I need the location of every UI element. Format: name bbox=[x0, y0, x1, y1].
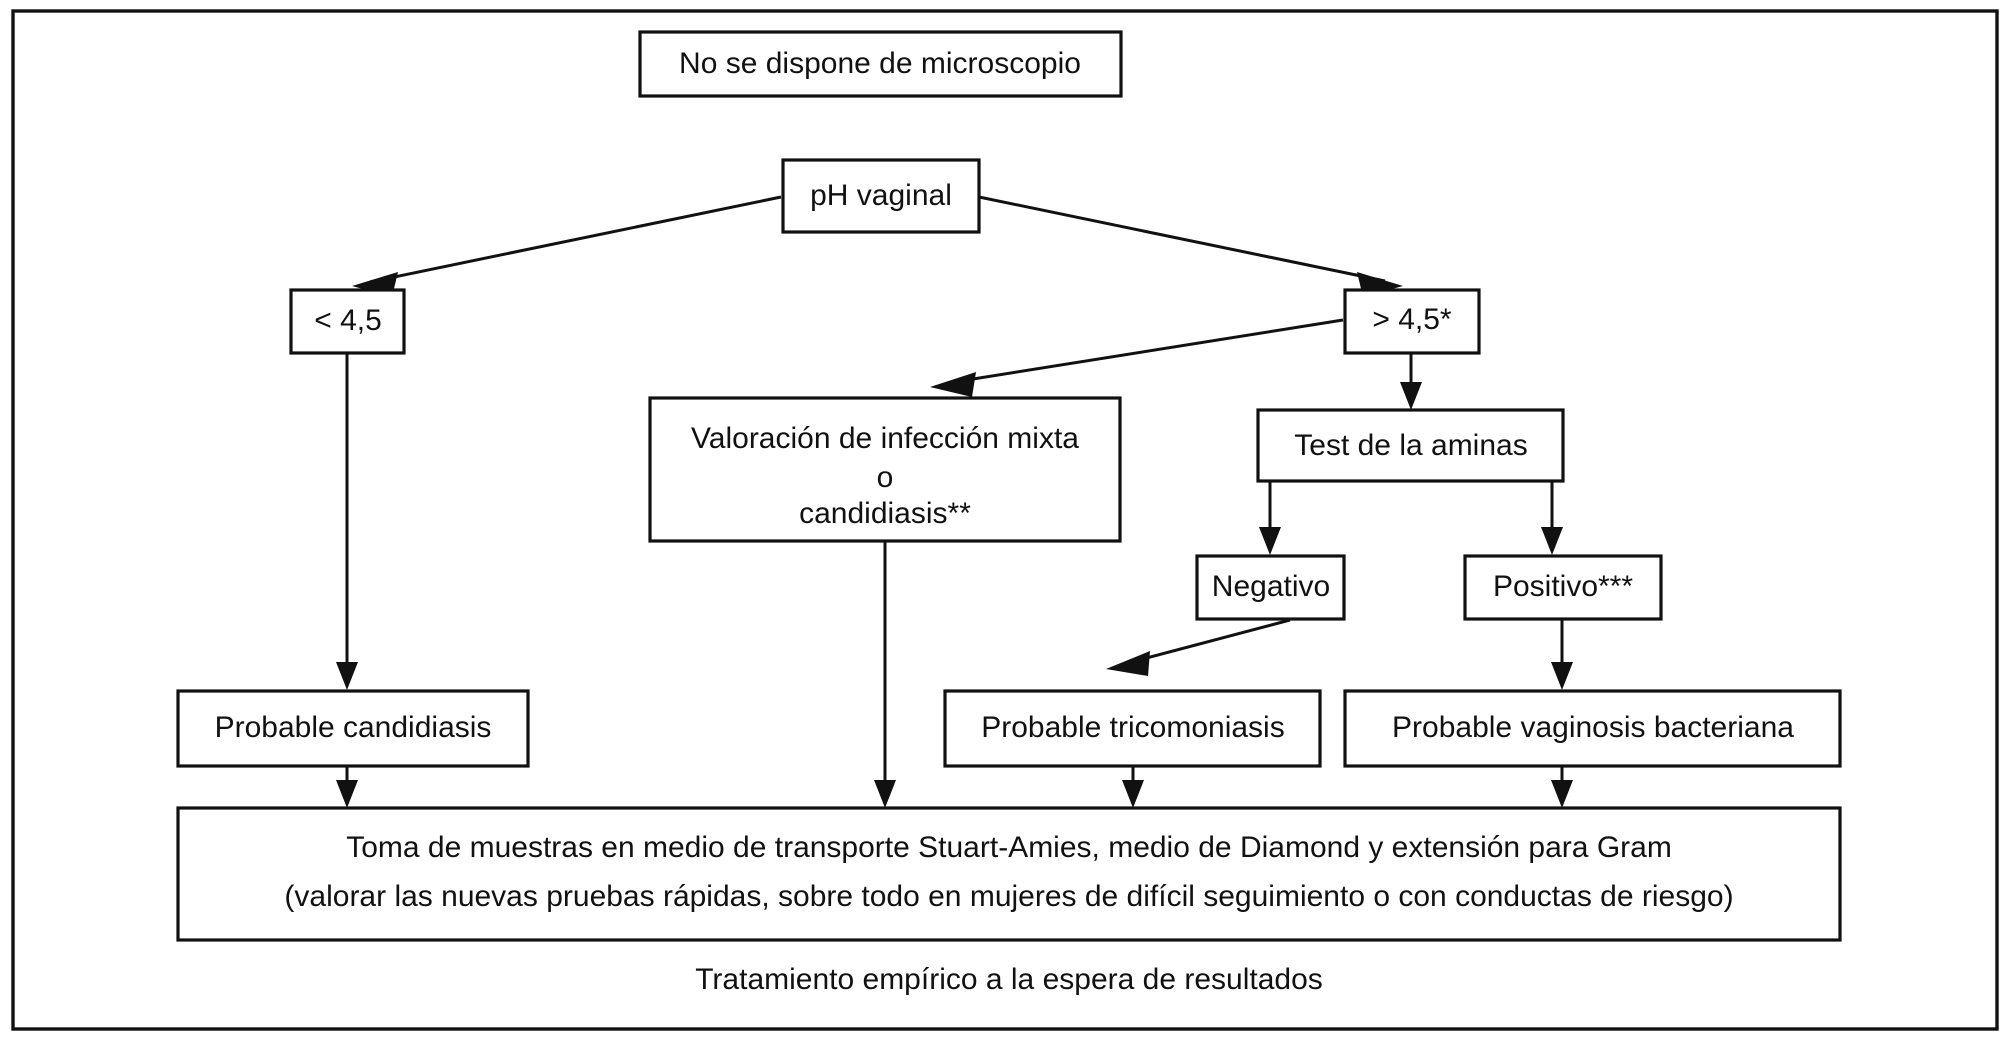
arrowhead-mixed-to-sampling bbox=[874, 780, 896, 808]
node-mixed-infection-line1: Valoración de infección mixta bbox=[691, 422, 1079, 455]
node-ph-vaginal: pH vaginal bbox=[781, 158, 981, 234]
node-amines-positive-label: Positivo*** bbox=[1493, 570, 1633, 603]
node-amines-positive: Positivo*** bbox=[1463, 554, 1663, 621]
node-amines-test-box bbox=[1256, 408, 1565, 483]
node-ph-high-box bbox=[1343, 288, 1481, 355]
node-result-candidiasis-box bbox=[176, 689, 530, 768]
node-amines-negative-label: Negativo bbox=[1212, 570, 1330, 603]
arrowhead-negative-to-trichomoniasis bbox=[1106, 651, 1150, 676]
arrowhead-candidiasis-to-sampling bbox=[336, 780, 358, 808]
node-result-vaginosis-box bbox=[1343, 689, 1842, 768]
edge-ph-to-ph-low bbox=[369, 195, 782, 284]
node-sampling-box bbox=[176, 806, 1842, 942]
edge-ph-to-ph-high bbox=[978, 195, 1386, 283]
node-footer-treatment-label: Tratamiento empírico a la espera de resu… bbox=[695, 963, 1323, 996]
node-start-label: No se dispone de microscopio bbox=[679, 47, 1081, 80]
node-amines-test: Test de la aminas bbox=[1256, 408, 1565, 483]
node-sampling-line1: Toma de muestras en medio de transporte … bbox=[346, 831, 1672, 864]
node-ph-high: > 4,5* bbox=[1343, 288, 1481, 355]
arrowhead-ph-high-to-mixed bbox=[930, 372, 976, 397]
node-amines-test-label: Test de la aminas bbox=[1294, 429, 1527, 462]
node-amines-negative-box bbox=[1195, 554, 1346, 621]
node-ph-vaginal-label: pH vaginal bbox=[810, 179, 952, 212]
arrowhead-positive-to-vaginosis bbox=[1551, 662, 1573, 690]
edge-negative-to-trichomoniasis bbox=[1123, 618, 1291, 666]
node-start: No se dispone de microscopio bbox=[638, 30, 1123, 98]
arrowhead-ph-high-to-amines bbox=[1400, 382, 1422, 410]
arrowhead-trichomoniasis-to-sampling bbox=[1122, 780, 1144, 808]
node-mixed-infection: Valoración de infección mixta o candidia… bbox=[648, 396, 1122, 543]
node-amines-positive-box bbox=[1463, 554, 1663, 621]
node-result-trichomoniasis-label: Probable tricomoniasis bbox=[981, 711, 1284, 744]
node-ph-high-label: > 4,5* bbox=[1372, 303, 1452, 336]
arrowhead-vaginosis-to-sampling bbox=[1551, 780, 1573, 808]
arrowhead-amines-to-positive bbox=[1541, 527, 1563, 555]
arrowhead-amines-to-negative bbox=[1259, 527, 1281, 555]
node-result-candidiasis: Probable candidiasis bbox=[176, 689, 530, 768]
node-result-vaginosis: Probable vaginosis bacteriana bbox=[1343, 689, 1842, 768]
node-result-vaginosis-label: Probable vaginosis bacteriana bbox=[1392, 711, 1794, 744]
node-result-trichomoniasis: Probable tricomoniasis bbox=[943, 689, 1322, 768]
node-ph-low-label: < 4,5 bbox=[314, 304, 382, 337]
node-result-candidiasis-label: Probable candidiasis bbox=[215, 711, 492, 744]
node-start-box bbox=[638, 30, 1123, 98]
connectors bbox=[336, 195, 1573, 808]
node-sampling-line2: (valorar las nuevas pruebas rápidas, sob… bbox=[284, 880, 1733, 913]
node-amines-negative: Negativo bbox=[1195, 554, 1346, 621]
node-result-trichomoniasis-box bbox=[943, 689, 1322, 768]
node-ph-vaginal-box bbox=[781, 158, 981, 234]
node-mixed-infection-line3: candidiasis** bbox=[799, 497, 971, 530]
edge-ph-high-to-mixed bbox=[947, 318, 1344, 385]
node-footer-treatment: Tratamiento empírico a la espera de resu… bbox=[695, 963, 1323, 996]
node-mixed-infection-line2: o bbox=[877, 461, 894, 494]
arrowhead-ph-low-to-candidiasis bbox=[336, 662, 358, 690]
node-sampling: Toma de muestras en medio de transporte … bbox=[176, 806, 1842, 942]
node-ph-low-box bbox=[289, 288, 406, 355]
node-mixed-infection-box bbox=[648, 396, 1122, 543]
node-ph-low: < 4,5 bbox=[289, 288, 406, 355]
